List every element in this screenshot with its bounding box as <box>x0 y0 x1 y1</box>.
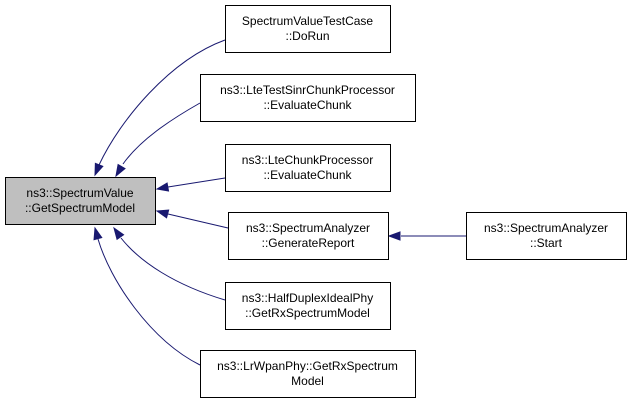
node-label-line: ::EvaluateChunk <box>263 168 352 182</box>
edge-line <box>120 237 226 301</box>
edge-n2-to-n0 <box>115 102 201 178</box>
node-label-line: ::GetRxSpectrumModel <box>245 306 370 320</box>
edge-line <box>167 213 229 229</box>
arrowhead-icon <box>115 163 126 178</box>
edge-line <box>122 102 201 165</box>
edge-line <box>167 177 226 188</box>
node-box[interactable] <box>225 5 391 53</box>
edge-line <box>98 39 226 166</box>
edge-n1-to-n0 <box>94 39 226 177</box>
arrowhead-icon <box>387 231 401 241</box>
graph-node-n6[interactable]: ns3::HalfDuplexIdealPhy::GetRxSpectrumMo… <box>225 282 391 330</box>
arrowhead-icon <box>94 162 104 177</box>
node-box[interactable] <box>200 74 416 122</box>
graph-node-n1[interactable]: SpectrumValueTestCase::DoRun <box>225 5 391 53</box>
node-label-line: ::DoRun <box>285 29 329 43</box>
edge-line <box>97 238 201 366</box>
node-box[interactable] <box>225 144 391 192</box>
nodes-layer: ns3::SpectrumValue::GetSpectrumModel Spec… <box>5 5 627 398</box>
node-label-line: ns3::SpectrumAnalyzer <box>484 221 608 235</box>
node-label-line: ns3::HalfDuplexIdealPhy <box>242 291 373 305</box>
node-label-line: Model <box>291 374 324 388</box>
node-box[interactable] <box>5 177 156 225</box>
node-label-line: ns3::LteTestSinrChunkProcessor <box>220 83 395 97</box>
node-label-line: SpectrumValueTestCase <box>242 14 374 28</box>
graph-node-n3[interactable]: ns3::LteChunkProcessor::EvaluateChunk <box>225 144 391 192</box>
edge-n4-to-n0 <box>155 209 229 229</box>
node-label-line: ::Start <box>530 236 563 250</box>
graph-node-n5[interactable]: ns3::SpectrumAnalyzer::Start <box>466 212 627 260</box>
node-box[interactable] <box>228 212 389 260</box>
edge-n3-to-n0 <box>155 177 226 192</box>
graph-node-n4[interactable]: ns3::SpectrumAnalyzer::GenerateReport <box>228 212 389 260</box>
node-label-line: ::GetSpectrumModel <box>25 201 135 215</box>
arrowhead-icon <box>155 209 170 219</box>
node-box[interactable] <box>200 350 416 398</box>
node-box[interactable] <box>466 212 627 260</box>
graph-node-n7[interactable]: ns3::LrWpanPhy::GetRxSpectrumModel <box>200 350 416 398</box>
node-label-line: ns3::SpectrumAnalyzer <box>246 221 370 235</box>
node-label-line: ::GenerateReport <box>262 236 355 250</box>
arrowhead-icon <box>155 182 170 192</box>
node-label-line: ::EvaluateChunk <box>263 98 352 112</box>
arrowhead-icon <box>93 226 103 241</box>
node-box[interactable] <box>225 282 391 330</box>
edge-n6-to-n0 <box>113 226 226 301</box>
node-label-line: ns3::LteChunkProcessor <box>242 153 373 167</box>
node-label-line: ns3::SpectrumValue <box>26 186 133 200</box>
arrowhead-icon <box>113 226 125 241</box>
graph-node-n0[interactable]: ns3::SpectrumValue::GetSpectrumModel <box>5 177 156 225</box>
edge-n5-to-n4 <box>387 231 466 241</box>
graph-node-n2[interactable]: ns3::LteTestSinrChunkProcessor::Evaluate… <box>200 74 416 122</box>
edge-n7-to-n0 <box>93 226 201 366</box>
edges-layer <box>93 39 466 366</box>
node-label-line: ns3::LrWpanPhy::GetRxSpectrum <box>217 359 398 373</box>
